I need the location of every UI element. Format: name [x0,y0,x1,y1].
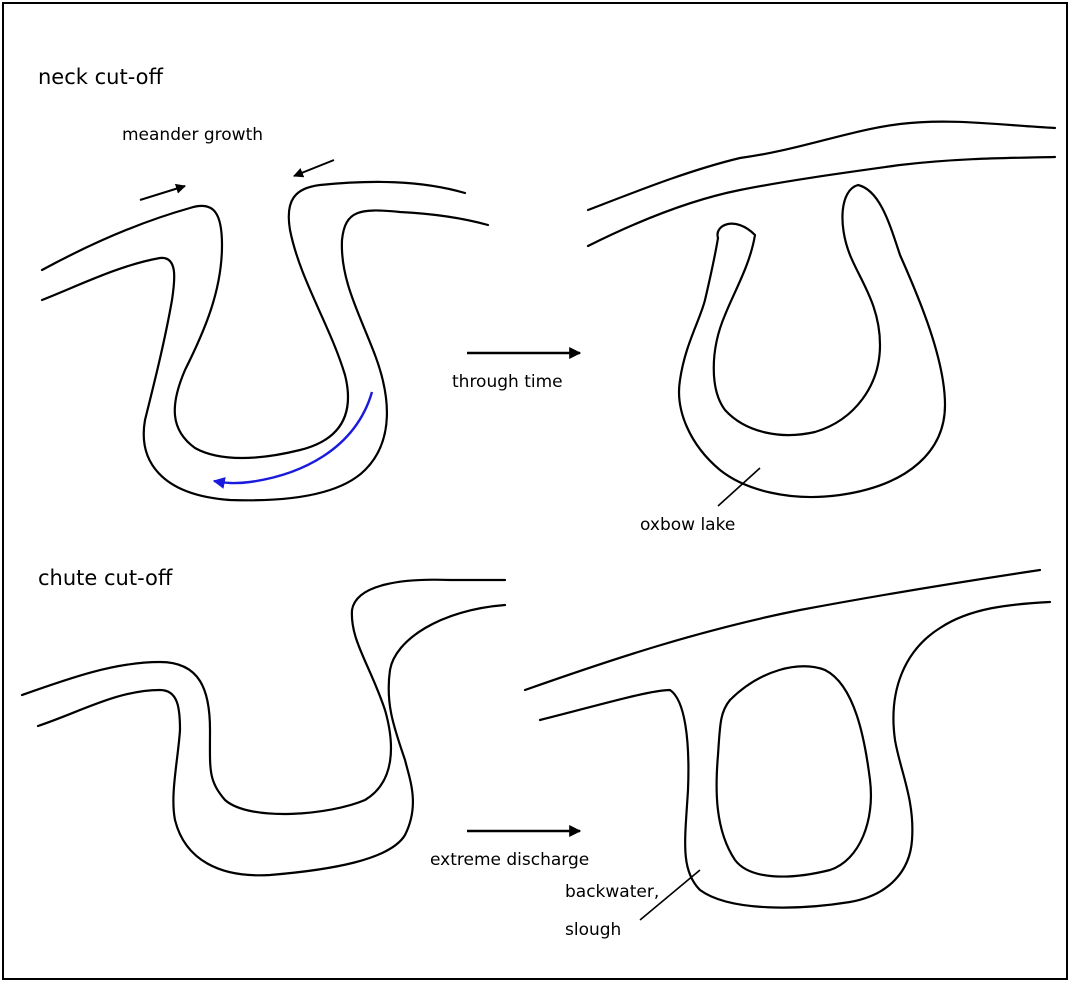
neck-cutoff-title: neck cut-off [38,65,164,89]
chute-meander-inner-bank [38,605,505,875]
chute-after-inner-bank [540,602,1050,908]
extreme-discharge-label: extreme discharge [430,850,589,870]
meander-growth-label: meander growth [122,125,263,145]
through-time-label: through time [452,372,563,392]
backwater-label-line1: backwater, [565,882,659,902]
meander-growth-arrow-left [140,186,185,200]
backwater-island [717,666,871,876]
chute-meander-outer-bank [22,580,505,814]
meander-growth-arrow-right [294,160,334,176]
neck-new-channel-south-bank [588,157,1055,246]
neck-new-channel-north-bank [588,122,1055,210]
chute-after-outer-bank [525,570,1040,690]
backwater-label-line2: slough [565,920,621,940]
oxbow-lake-label: oxbow lake [640,515,735,535]
neck-meander-outer-bank [42,182,465,458]
chute-cutoff-title: chute cut-off [38,566,173,590]
oxbow-lake-outer [679,185,945,497]
